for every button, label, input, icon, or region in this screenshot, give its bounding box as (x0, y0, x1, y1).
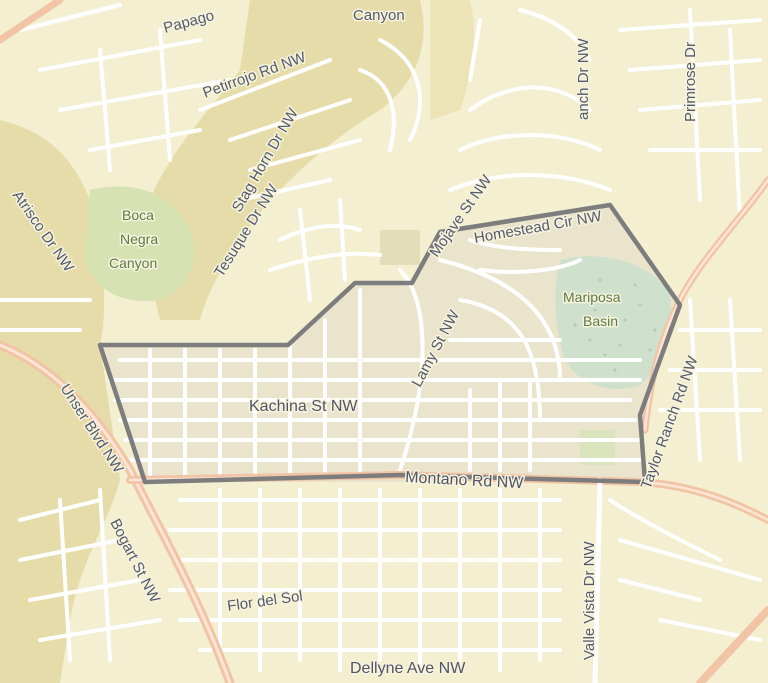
neighborhood-boundary[interactable] (97, 202, 683, 485)
coors-road (696, 606, 768, 683)
label-boca-3: Canyon (109, 255, 157, 271)
canyon-terrain-east (430, 0, 475, 120)
label-boca-2: Negra (120, 231, 158, 247)
label-mariposa-2: Basin (583, 313, 618, 329)
valle-vista-road (592, 477, 603, 683)
mariposa-basin-area (555, 256, 671, 389)
basin-dots (573, 278, 657, 372)
label-valle-vista: Valle Vista Dr NW (581, 541, 598, 660)
street-network (0, 3, 762, 672)
label-ranch: anch Dr NW (575, 37, 592, 120)
label-boca-1: Boca (122, 207, 154, 223)
boca-negra-park (85, 186, 194, 301)
label-kachina: Kachina St NW (249, 398, 358, 415)
school-ground (380, 230, 420, 265)
label-primrose: Primrose Dr (682, 42, 699, 122)
label-dellyne: Dellyne Ave NW (350, 660, 466, 677)
label-mariposa-1: Mariposa (563, 289, 621, 305)
neighborhood-fill (100, 205, 680, 482)
label-canyon-top: Canyon (353, 7, 405, 24)
